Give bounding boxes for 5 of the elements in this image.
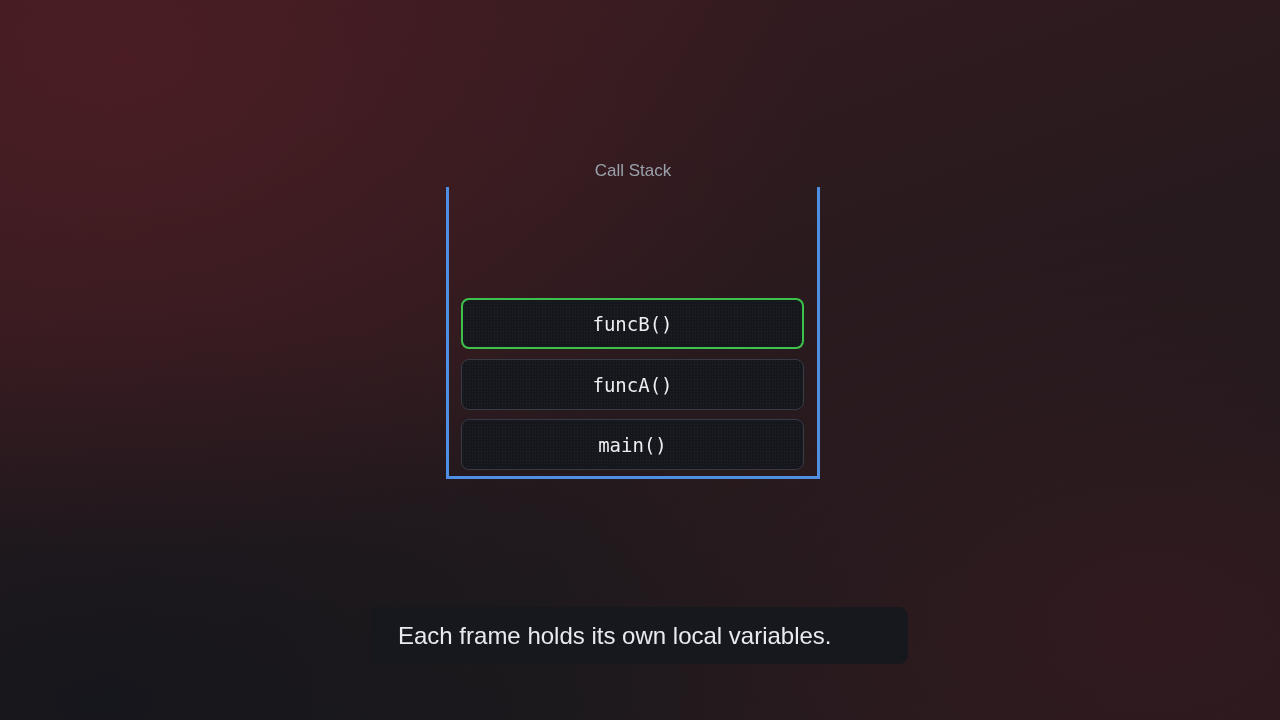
stack-frame: funcB() [461, 298, 804, 349]
subtitle-caption: Each frame holds its own local variables. [370, 607, 908, 664]
stack-frame: funcA() [461, 359, 804, 410]
stack-frame: main() [461, 419, 804, 470]
stack-title: Call Stack [594, 161, 672, 181]
